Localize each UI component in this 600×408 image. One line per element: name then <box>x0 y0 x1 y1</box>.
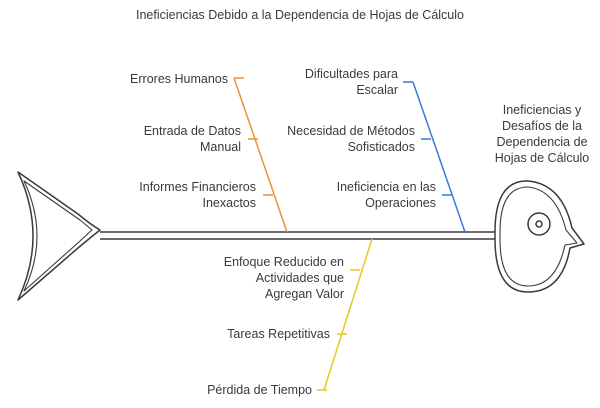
fish-eye <box>527 212 551 236</box>
fish-tail <box>17 171 101 301</box>
diagram-title: Ineficiencias Debido a la Dependencia de… <box>136 8 464 22</box>
head-label: Ineficiencias y Desafíos de la Dependenc… <box>494 103 590 165</box>
yellow-cause-3: Pérdida de Tiempo <box>207 383 312 397</box>
blue-cause-2: Necesidad de Métodos Sofisticados <box>287 124 415 154</box>
blue-cause-1: Dificultades para Escalar <box>304 67 398 97</box>
fish-pupil <box>535 220 543 228</box>
fish-tail-inner <box>23 180 93 292</box>
blue-cause-3: Ineficiencia en las Operaciones <box>336 180 436 210</box>
orange-cause-1: Errores Humanos <box>130 72 228 86</box>
yellow-branch-line <box>323 238 373 391</box>
orange-branch-line <box>233 77 288 233</box>
yellow-cause-2: Tareas Repetitivas <box>227 327 330 341</box>
blue-branch-line <box>412 81 466 233</box>
fish-head-inner <box>499 186 578 287</box>
yellow-cause-1: Enfoque Reducido en Actividades que Agre… <box>223 255 344 301</box>
orange-cause-2: Entrada de Datos Manual <box>143 124 241 154</box>
fish-head <box>494 180 585 293</box>
orange-cause-3: Informes Financieros Inexactos <box>139 180 256 210</box>
